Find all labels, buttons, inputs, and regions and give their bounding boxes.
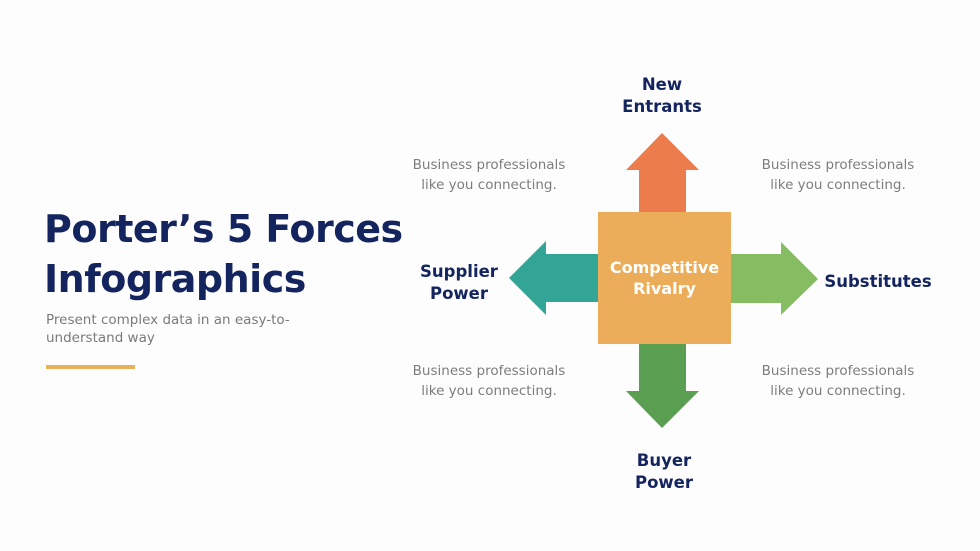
- desc-line: Business professionals: [412, 157, 566, 173]
- desc-line: Business professionals: [761, 363, 915, 379]
- label-substitutes: Substitutes: [818, 271, 938, 293]
- label-line: Power: [635, 473, 693, 492]
- center-square: [598, 212, 731, 344]
- arrow-up-new-entrants: [626, 133, 699, 212]
- label-line: Power: [430, 284, 488, 303]
- accent-divider: [46, 365, 135, 369]
- description-top-right: Business professionals like you connectin…: [753, 156, 923, 195]
- description-top-left: Business professionals like you connectin…: [404, 156, 574, 195]
- arrow-left-supplier-power: [509, 241, 598, 315]
- description-bottom-left: Business professionals like you connectin…: [404, 362, 574, 401]
- label-line: New: [641, 75, 683, 94]
- page-title: Porter’s 5 Forces Infographics: [44, 204, 403, 304]
- title-line-2: Infographics: [44, 257, 306, 301]
- subtitle: Present complex data in an easy-to-under…: [46, 312, 290, 346]
- desc-line: Business professionals: [412, 363, 566, 379]
- desc-line: like you connecting.: [421, 176, 557, 193]
- desc-line: like you connecting.: [770, 176, 906, 193]
- arrow-right-substitutes: [731, 242, 818, 315]
- center-line-1: Competitive: [609, 258, 720, 277]
- desc-line: like you connecting.: [770, 382, 906, 399]
- desc-line: like you connecting.: [421, 382, 557, 399]
- center-line-2: Rivalry: [633, 279, 696, 298]
- label-line: Entrants: [622, 97, 702, 116]
- arrow-down-buyer-power: [626, 344, 699, 428]
- desc-line: Business professionals: [761, 157, 915, 173]
- label-line: Substitutes: [824, 272, 932, 291]
- title-line-1: Porter’s 5 Forces: [44, 207, 403, 251]
- label-line: Supplier: [420, 262, 498, 281]
- description-bottom-right: Business professionals like you connectin…: [753, 362, 923, 401]
- label-line: Buyer: [636, 451, 692, 470]
